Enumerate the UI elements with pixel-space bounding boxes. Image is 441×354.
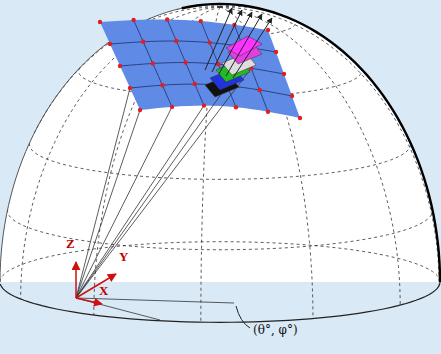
outgoing-ray	[219, 12, 252, 74]
projection-line	[76, 298, 160, 320]
grid-point	[266, 109, 270, 113]
surface-patch	[100, 19, 300, 118]
outgoing-ray	[226, 14, 262, 76]
ray-line	[76, 106, 204, 298]
axis-arrow	[76, 298, 102, 304]
dome-outline	[0, 4, 440, 282]
ray-line	[76, 110, 140, 298]
meridian-line	[220, 7, 439, 286]
grid-point	[274, 50, 278, 54]
grid-point	[266, 28, 270, 32]
grid-point	[183, 60, 187, 64]
meridian-line	[220, 7, 400, 305]
angle-label: (θ°, φ°)	[253, 324, 298, 336]
grid-point	[108, 42, 112, 46]
grid-point	[257, 88, 261, 92]
patch-grid	[134, 20, 172, 107]
outgoing-ray	[212, 10, 242, 72]
grid-point	[165, 17, 169, 21]
grid-point	[282, 72, 286, 76]
grid-point	[128, 86, 132, 90]
latitude-line	[30, 142, 411, 179]
sample-box	[226, 36, 262, 56]
axis-label: Z	[66, 237, 75, 250]
grid-point	[170, 105, 174, 109]
grid-point	[298, 116, 302, 120]
axis-arrow	[75, 262, 77, 298]
latitude-line	[8, 209, 433, 249]
grid-point	[160, 83, 164, 87]
axis-label: Y	[119, 250, 128, 263]
grid-point	[202, 103, 206, 107]
ray-line	[76, 88, 130, 298]
grid-point	[141, 40, 145, 44]
grid-point	[193, 82, 197, 86]
axis-label: X	[99, 284, 108, 297]
projection-line	[76, 298, 234, 303]
ray-line	[76, 86, 227, 298]
grid-point	[138, 108, 142, 112]
ray-line	[76, 107, 172, 298]
axis-arrow	[76, 274, 116, 298]
grid-point	[98, 20, 102, 24]
grid-point	[151, 61, 155, 65]
grid-point	[207, 40, 211, 44]
grid-point	[118, 64, 122, 68]
grid-point	[234, 105, 238, 109]
base-front	[0, 282, 440, 322]
grid-point	[290, 94, 294, 98]
leader-line	[236, 306, 250, 328]
dome-fill	[0, 4, 440, 282]
grid-point	[131, 18, 135, 22]
ray-line	[76, 68, 251, 298]
grid-point	[174, 39, 178, 43]
patch-grid	[120, 63, 284, 74]
outgoing-ray	[233, 18, 272, 78]
grid-point	[199, 19, 203, 23]
